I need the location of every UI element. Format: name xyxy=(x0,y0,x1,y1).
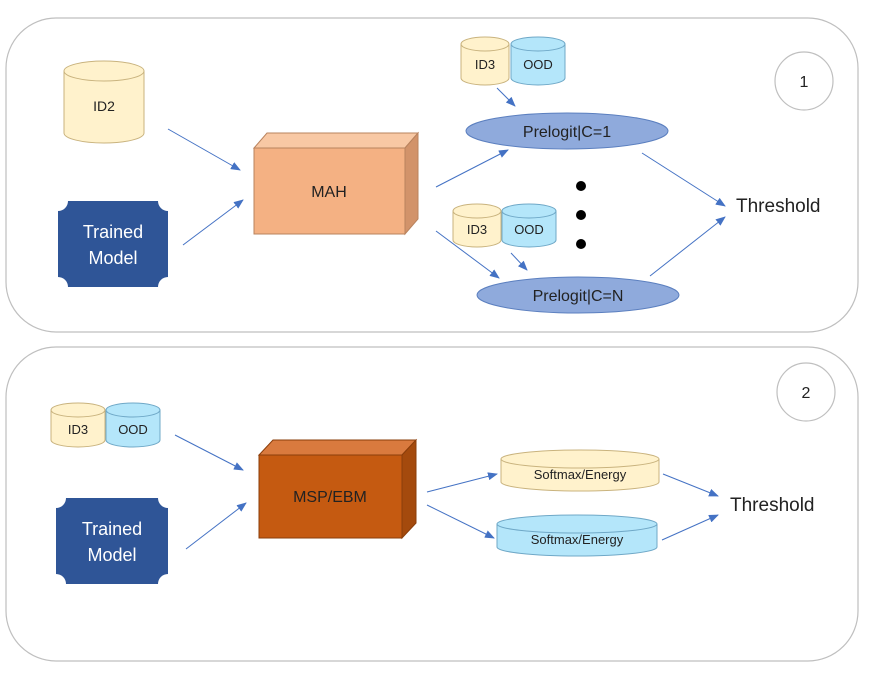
ood-panel2-label: OOD xyxy=(118,422,148,437)
trained-model-label-2a: Trained xyxy=(82,519,142,539)
id3-bottom-label: ID3 xyxy=(467,222,487,237)
panel-1 xyxy=(5,17,859,333)
id2-dataset-cylinder: ID2 xyxy=(63,60,145,144)
arrow-mah-to-prelogit-cn xyxy=(435,230,500,279)
arrow-id2-to-mah xyxy=(167,128,241,171)
arrow-msp-to-score-ood xyxy=(426,504,495,539)
arrow-model-to-mah xyxy=(182,199,244,246)
arrow-mah-to-prelogit-c1 xyxy=(435,149,509,188)
trained-model-label-1b: Model xyxy=(88,248,137,268)
ellipsis-dot-1 xyxy=(576,181,586,191)
ellipsis-dot-2 xyxy=(576,210,586,220)
arrow-score-id-to-threshold xyxy=(662,473,719,497)
msp-ebm-method-box: MSP/EBM xyxy=(257,438,418,540)
id3-panel2-cylinder: ID3 xyxy=(50,402,106,448)
arrow-data-to-msp xyxy=(174,434,244,471)
arrow-bottom-data-to-prelogit xyxy=(510,252,528,271)
arrow-prelogit-cn-to-threshold xyxy=(649,216,726,277)
ood-bottom-label: OOD xyxy=(514,222,544,237)
id3-top-label: ID3 xyxy=(475,57,495,72)
mah-method-box: MAH xyxy=(252,131,420,236)
threshold-label-1: Threshold xyxy=(736,196,821,217)
ood-top-label: OOD xyxy=(523,57,553,72)
trained-model-box-2: Trained Model xyxy=(56,498,168,584)
score-ood-disc: Softmax/Energy xyxy=(496,514,658,557)
step-1-number: 1 xyxy=(800,74,809,91)
arrow-model-to-msp xyxy=(185,502,247,550)
ellipsis-dot-3 xyxy=(576,239,586,249)
arrow-score-ood-to-threshold xyxy=(661,514,719,541)
id2-label: ID2 xyxy=(93,98,115,114)
panel-2 xyxy=(5,346,859,662)
score-id-label: Softmax/Energy xyxy=(534,467,627,482)
arrow-msp-to-score-id xyxy=(426,472,498,493)
arrow-top-data-to-prelogit xyxy=(496,87,516,107)
id3-bottom-cylinder: ID3 xyxy=(452,203,502,248)
trained-model-box-1: Trained Model xyxy=(58,201,168,287)
mah-label: MAH xyxy=(311,184,347,201)
id3-top-cylinder: ID3 xyxy=(460,36,510,86)
msp-ebm-label: MSP/EBM xyxy=(293,489,367,506)
prelogit-cn-ellipse: Prelogit|C=N xyxy=(476,276,680,314)
arrow-prelogit-c1-to-threshold xyxy=(641,152,726,207)
prelogit-c1-ellipse: Prelogit|C=1 xyxy=(465,112,669,150)
step-1-badge: 1 xyxy=(774,51,834,111)
trained-model-label-2b: Model xyxy=(87,545,136,565)
id3-panel2-label: ID3 xyxy=(68,422,88,437)
ood-bottom-cylinder: OOD xyxy=(501,203,557,248)
threshold-label-2: Threshold xyxy=(730,495,815,516)
prelogit-c1-label: Prelogit|C=1 xyxy=(523,124,611,141)
ood-top-cylinder: OOD xyxy=(510,36,566,86)
prelogit-cn-label: Prelogit|C=N xyxy=(533,288,624,305)
step-2-badge: 2 xyxy=(776,362,836,422)
score-ood-label: Softmax/Energy xyxy=(531,532,624,547)
score-id-disc: Softmax/Energy xyxy=(500,449,660,492)
ood-panel2-cylinder: OOD xyxy=(105,402,161,448)
trained-model-label-1a: Trained xyxy=(83,222,143,242)
step-2-number: 2 xyxy=(802,385,811,402)
